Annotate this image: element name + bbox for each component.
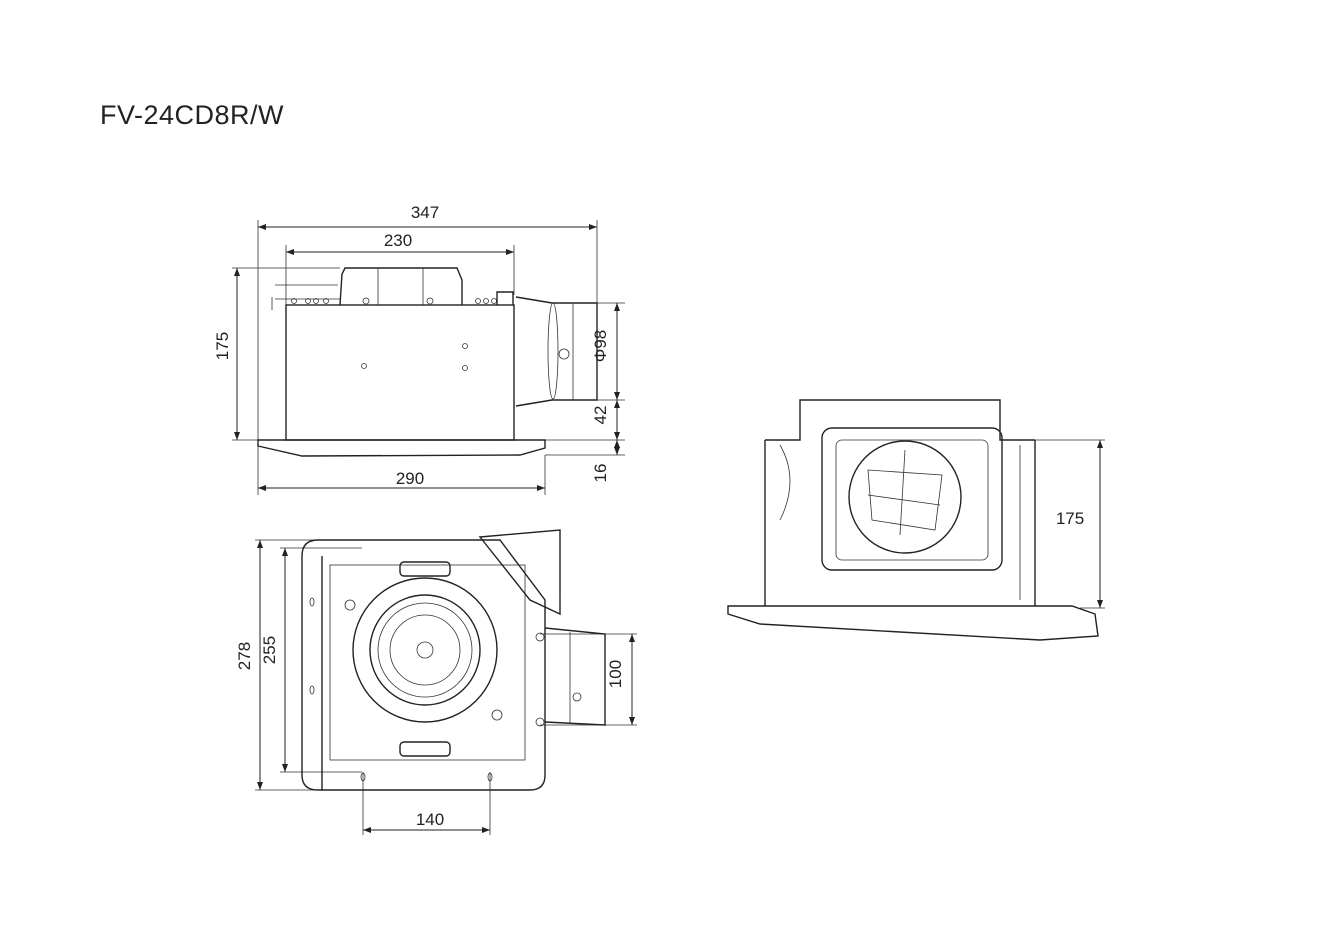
dim-290: 290 [396, 469, 424, 488]
dim-278: 278 [235, 642, 254, 670]
dim-42: 42 [591, 406, 610, 425]
dim-255: 255 [260, 636, 279, 664]
dim-347: 347 [411, 203, 439, 222]
dim-100: 100 [606, 660, 625, 688]
side-view: 347 230 175 Φ98 42 16 290 [213, 203, 625, 495]
model-title: FV-24CD8R/W [100, 100, 285, 130]
bottom-view: 140 278 255 100 [235, 529, 637, 835]
perspective-view: 175 [727, 399, 1105, 641]
dim-175: 175 [213, 332, 232, 360]
dim-175-perspective: 175 [1056, 509, 1084, 528]
dim-16: 16 [591, 464, 610, 483]
dim-phi98: Φ98 [591, 330, 610, 362]
dim-140: 140 [416, 810, 444, 829]
dim-230: 230 [384, 231, 412, 250]
